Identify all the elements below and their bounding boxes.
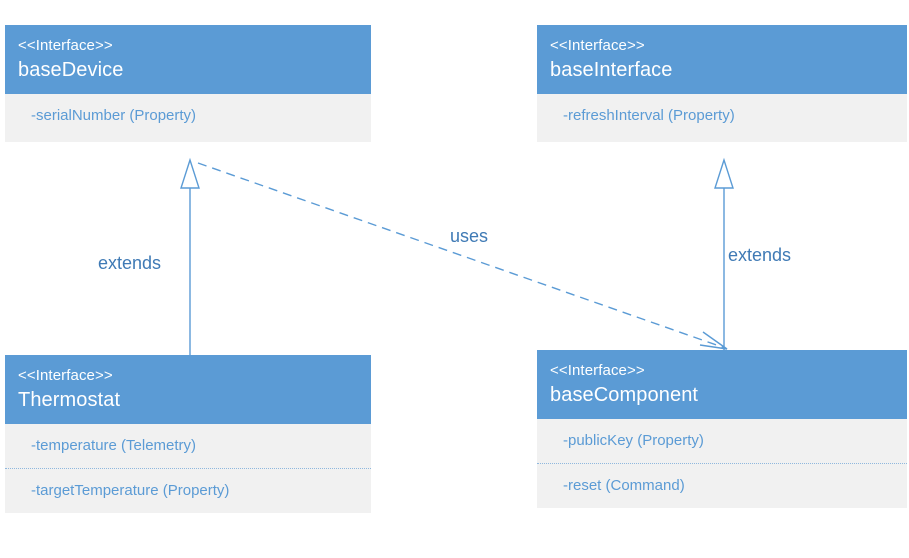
dependency-line bbox=[197, 162, 726, 349]
class-stereotype: <<Interface>> bbox=[550, 362, 645, 379]
relationship-label-uses: uses bbox=[450, 226, 489, 246]
relationship-label-extends-left: extends bbox=[98, 253, 162, 273]
class-attributes: -temperature (Telemetry) -targetTemperat… bbox=[5, 424, 371, 513]
relationship-label-extends-right: extends bbox=[728, 245, 792, 265]
open-arrowhead bbox=[699, 331, 728, 350]
class-name: baseDevice bbox=[18, 59, 124, 81]
class-header: <<Interface>> baseInterface bbox=[537, 25, 907, 94]
class-header: <<Interface>> Thermostat bbox=[5, 355, 371, 424]
uml-class-thermostat[interactable]: <<Interface>> Thermostat -temperature (T… bbox=[5, 355, 371, 513]
hollow-triangle-arrowhead bbox=[180, 157, 200, 189]
class-header: <<Interface>> baseDevice bbox=[5, 25, 371, 94]
connector-basedevice-uses-basecomponent bbox=[197, 162, 728, 350]
class-attribute: -refreshInterval (Property) bbox=[563, 107, 735, 124]
uml-class-basedevice[interactable]: <<Interface>> baseDevice -serialNumber (… bbox=[5, 25, 371, 142]
class-stereotype: <<Interface>> bbox=[18, 37, 113, 54]
class-name: Thermostat bbox=[18, 389, 121, 411]
class-attributes: -serialNumber (Property) bbox=[5, 94, 371, 142]
class-attribute: -temperature (Telemetry) bbox=[31, 437, 197, 454]
class-stereotype: <<Interface>> bbox=[550, 37, 645, 54]
class-name: baseInterface bbox=[550, 59, 673, 81]
class-stereotype: <<Interface>> bbox=[18, 367, 113, 384]
connector-basecomponent-extends-baseinterface bbox=[714, 157, 734, 351]
class-attribute: -serialNumber (Property) bbox=[31, 107, 197, 124]
hollow-triangle-arrowhead bbox=[714, 157, 734, 189]
uml-class-basecomponent[interactable]: <<Interface>> baseComponent -publicKey (… bbox=[537, 350, 907, 508]
connector-thermostat-extends-basedevice bbox=[180, 157, 200, 356]
class-attribute: -targetTemperature (Property) bbox=[5, 468, 371, 513]
class-attribute: -publicKey (Property) bbox=[563, 432, 704, 449]
class-attributes: -refreshInterval (Property) bbox=[537, 94, 907, 142]
class-attribute: -reset (Command) bbox=[537, 463, 907, 508]
uml-class-baseinterface[interactable]: <<Interface>> baseInterface -refreshInte… bbox=[537, 25, 907, 142]
class-attributes: -publicKey (Property) -reset (Command) bbox=[537, 419, 907, 508]
class-name: baseComponent bbox=[550, 384, 699, 406]
class-header: <<Interface>> baseComponent bbox=[537, 350, 907, 419]
